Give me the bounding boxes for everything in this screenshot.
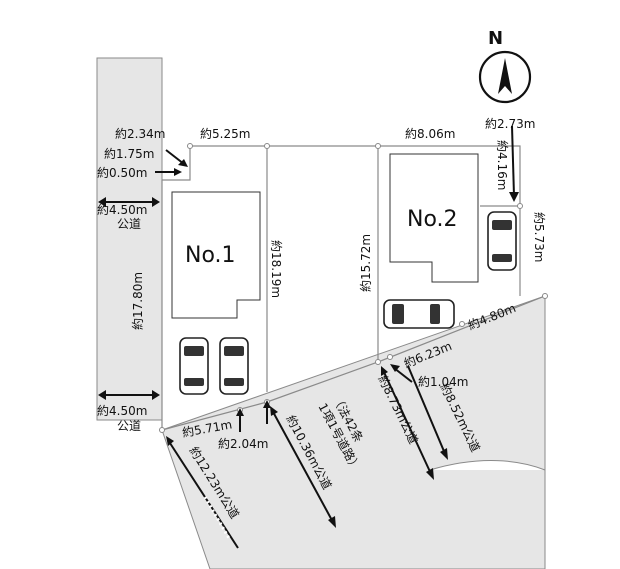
dim-18-19: 約18.19m bbox=[269, 240, 284, 298]
lot-boundaries bbox=[161, 145, 546, 431]
dim-17-80: 約17.80m bbox=[130, 272, 145, 330]
dim-2-73: 約2.73m bbox=[485, 116, 535, 131]
dim-8-06: 約8.06m bbox=[405, 126, 455, 141]
dim-4-16: 約4.16m bbox=[495, 140, 510, 190]
svg-text:N: N bbox=[488, 28, 503, 49]
west-road-bottom-type: 公道 bbox=[117, 419, 141, 433]
car-icon bbox=[179, 337, 209, 395]
boundary-markers bbox=[159, 143, 548, 433]
south-road bbox=[161, 295, 546, 569]
building-no2 bbox=[389, 153, 479, 283]
dim-2-34: 約2.34m bbox=[115, 126, 165, 141]
dim-5-73: 約5.73m bbox=[532, 212, 547, 262]
west-road-top-width: 約4.50m bbox=[97, 202, 147, 217]
dim-2-04: 約2.04m bbox=[218, 436, 268, 451]
west-road bbox=[96, 57, 163, 421]
car-icon bbox=[219, 337, 249, 395]
building-no1 bbox=[171, 191, 261, 319]
dim-1-04: 約1.04m bbox=[418, 374, 468, 389]
car-icon bbox=[487, 211, 517, 271]
car-icon bbox=[383, 299, 455, 329]
north-compass-icon: N bbox=[478, 28, 532, 104]
dim-5-25: 約5.25m bbox=[200, 126, 250, 141]
lot-no2-label: No.2 bbox=[407, 207, 458, 232]
dim-1-75: 約1.75m bbox=[104, 146, 154, 161]
road-curb bbox=[429, 460, 546, 471]
dim-0-50: 約0.50m bbox=[97, 165, 147, 180]
dimension-arrows bbox=[98, 125, 519, 549]
lot-no1-label: No.1 bbox=[185, 243, 236, 268]
dim-15-72: 約15.72m bbox=[358, 234, 373, 292]
west-road-bottom-width: 約4.50m bbox=[97, 403, 147, 418]
west-road-top-type: 公道 bbox=[117, 217, 141, 231]
